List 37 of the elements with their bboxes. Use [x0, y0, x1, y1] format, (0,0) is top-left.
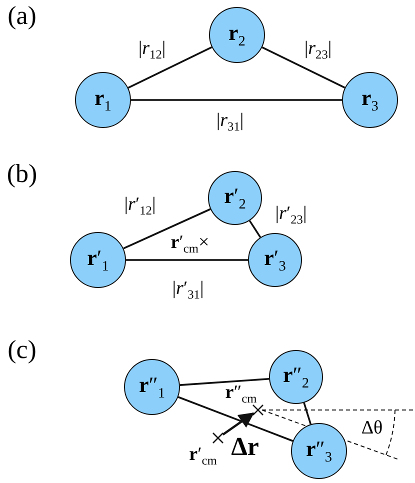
- particle-circle: [209, 7, 265, 63]
- connector-line: [131, 99, 342, 101]
- connector-line: [180, 378, 270, 386]
- particle-circle: [208, 171, 262, 225]
- position-label: r′$_{cm}$: [189, 444, 217, 468]
- particle-label: r″$_{1}$: [138, 372, 166, 402]
- connector-line: [128, 46, 212, 89]
- edge-label: |r′$_{23}$|: [275, 204, 307, 226]
- edge-label: |r$_{12}$|: [138, 38, 166, 62]
- particle-circle: [269, 350, 323, 404]
- particle-label: r″$_{2}$: [282, 362, 310, 392]
- connector-line: [178, 396, 294, 442]
- edge-label: |r$_{23}$|: [304, 38, 332, 62]
- connector-line: [123, 208, 211, 250]
- panel-label: (b): [6, 161, 38, 187]
- particle-label: r′$_{3}$: [264, 244, 286, 276]
- connector-line: [303, 402, 312, 425]
- particle-label: r$_{2}$: [228, 20, 246, 50]
- center-of-mass-label: r′$_{cm}$×: [170, 232, 210, 256]
- arrow: [222, 412, 254, 436]
- position-label: r″$_{cm}$: [225, 382, 257, 406]
- particle-label: r$_{3}$: [362, 84, 378, 116]
- particle-label: r′$_{1}$: [87, 244, 109, 276]
- panel-label: (c): [8, 337, 36, 363]
- connector-line: [262, 46, 346, 89]
- particle-label: r$_{1}$: [94, 84, 112, 116]
- connector-line: [248, 220, 262, 238]
- edge-label: |r′$_{12}$|: [124, 194, 156, 218]
- angle-label: Δθ: [361, 418, 383, 438]
- particle-circle: [248, 233, 302, 287]
- connector-line: [126, 259, 248, 261]
- edge-label: |r′$_{31}$|: [172, 278, 204, 302]
- panel-label: (a): [8, 3, 36, 29]
- particle-label: r″$_{3}$: [306, 436, 332, 466]
- particle-label: r′$_{2}$: [224, 182, 246, 214]
- edge-label: Δr: [231, 434, 259, 460]
- edge-label: |r$_{31}$|: [216, 110, 244, 134]
